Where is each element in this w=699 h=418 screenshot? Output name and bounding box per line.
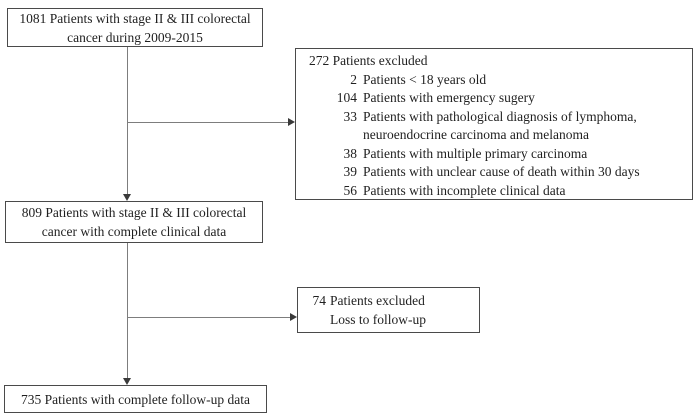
flow-box-complete-clinical-line2: cancer with complete clinical data <box>41 224 227 239</box>
exclusion2-item: Loss to follow-up <box>308 310 471 329</box>
flow-box-complete-clinical: 809 Patients with stage II & III colorec… <box>5 201 263 243</box>
connector-branch-2 <box>127 317 290 318</box>
exclusion1-item-number: 2 <box>350 71 357 87</box>
connector-vertical-1 <box>127 47 128 194</box>
exclusion1-item-number: 104 <box>336 90 357 105</box>
exclusion2-header: 74 Patients excluded <box>308 291 471 310</box>
exclusion1-item: 56 Patients with incomplete clinical dat… <box>309 182 682 201</box>
exclusion1-item-text: Patients with pathological diagnosis of … <box>363 108 637 143</box>
arrowhead-right-1 <box>288 118 295 126</box>
arrowhead-down-1 <box>123 194 131 201</box>
flow-box-initial-line2: cancer during 2009-2015 <box>67 29 203 45</box>
exclusion2-header-text: Patients excluded <box>330 293 425 308</box>
exclusion1-item-number: 56 <box>343 182 358 198</box>
connector-branch-1 <box>127 122 288 123</box>
exclusion1-item: 38 Patients with multiple primary carcin… <box>309 145 682 164</box>
exclusion-box-74: 74 Patients excluded Loss to follow-up <box>297 287 480 333</box>
exclusion1-item: 2 Patients < 18 years old <box>309 71 682 90</box>
exclusion1-item: 33 Patients with pathological diagnosis … <box>309 108 682 145</box>
flow-box-complete-followup: 735 Patients with complete follow-up dat… <box>4 385 267 413</box>
arrowhead-down-2 <box>123 378 131 385</box>
exclusion1-item-number: 33 <box>343 108 358 124</box>
exclusion1-item-text: Patients with incomplete clinical data <box>363 182 566 198</box>
exclusion1-item-number: 38 <box>343 145 358 161</box>
exclusion1-item-text: Patients < 18 years old <box>363 71 487 87</box>
exclusion1-item: 104 Patients with emergency sugery <box>309 89 682 108</box>
exclusion1-header: 272 Patients excluded <box>309 52 682 71</box>
exclusion1-item: 39 Patients with unclear cause of death … <box>309 163 682 182</box>
flow-box-initial-line1: 1081 Patients with stage II & III colore… <box>19 10 251 26</box>
exclusion1-item-number: 39 <box>343 164 358 179</box>
exclusion1-item-text: Patients with emergency sugery <box>363 90 535 105</box>
flow-box-initial-cohort: 1081 Patients with stage II & III colore… <box>7 8 263 47</box>
exclusion1-header-number: 272 <box>309 53 330 68</box>
exclusion2-header-number: 74 <box>312 293 327 308</box>
flow-box-complete-clinical-line1: 809 Patients with stage II & III colorec… <box>21 205 247 220</box>
exclusion1-item-text: Patients with unclear cause of death wit… <box>363 164 640 179</box>
arrowhead-right-2 <box>290 313 297 321</box>
flow-box-complete-followup-line1: 735 Patients with complete follow-up dat… <box>20 391 251 407</box>
exclusion2-item-text: Loss to follow-up <box>330 312 426 327</box>
connector-vertical-2 <box>127 243 128 378</box>
exclusion1-item-text: Patients with multiple primary carcinoma <box>363 145 588 161</box>
exclusion1-header-text: Patients excluded <box>332 53 428 68</box>
exclusion-box-272: 272 Patients excluded 2 Patients < 18 ye… <box>295 48 693 200</box>
